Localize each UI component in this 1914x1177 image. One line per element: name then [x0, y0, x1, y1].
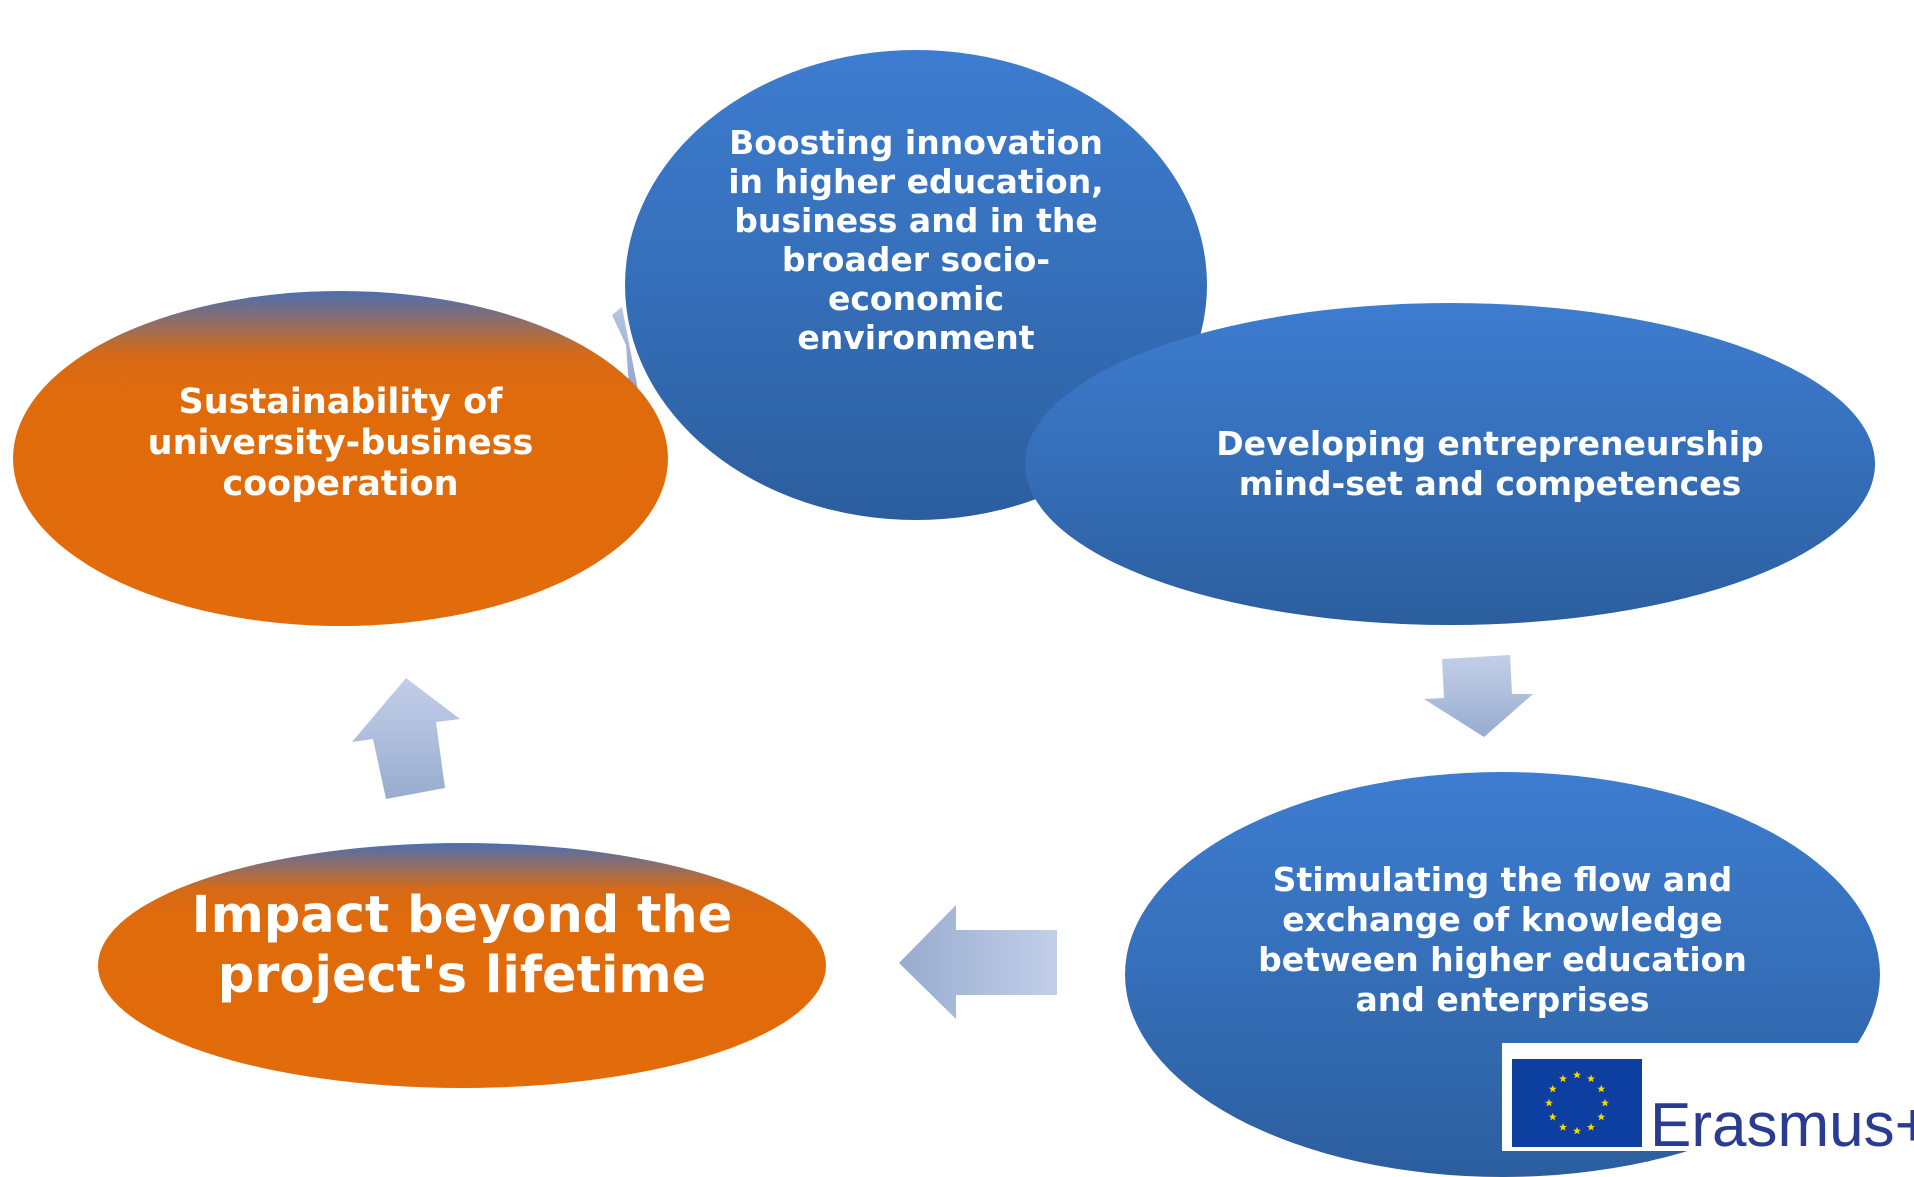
- arrow-sustainability-to-innovation: [612, 307, 640, 401]
- node-entrepreneurship-label: Developing entrepreneurship mind-set and…: [1216, 424, 1764, 503]
- eu-star-icon: [1559, 1123, 1567, 1131]
- arrow-up: [352, 678, 460, 799]
- node-impact-label: Impact beyond the project's lifetime: [191, 885, 733, 1005]
- node-impact: Impact beyond the project's lifetime: [98, 843, 826, 1088]
- cycle-diagram: Boosting innovation in higher education,…: [13, 50, 1914, 1177]
- eu-star-icon: [1548, 1084, 1557, 1093]
- eu-flag-icon: [1512, 1059, 1642, 1147]
- arrow-left: [899, 905, 1057, 1019]
- eu-star-icon: [1601, 1098, 1609, 1107]
- eu-star-icon: [1548, 1112, 1557, 1121]
- node-sustainability-label: Sustainability of university-business co…: [147, 382, 534, 504]
- eu-star-icon: [1573, 1126, 1581, 1135]
- eu-star-icon: [1559, 1074, 1567, 1083]
- node-innovation-label: Boosting innovation in higher education,…: [728, 123, 1104, 357]
- node-sustainability: Sustainability of university-business co…: [13, 291, 668, 626]
- eu-star-icon: [1545, 1098, 1553, 1107]
- logo-text: Erasmus+: [1650, 1091, 1914, 1160]
- eu-star-icon: [1597, 1084, 1606, 1093]
- node-knowledge-label: Stimulating the flow and exchange of kno…: [1258, 859, 1747, 1019]
- eu-star-icon: [1587, 1074, 1595, 1083]
- arrow-down: [1424, 655, 1533, 737]
- eu-star-icon: [1597, 1112, 1606, 1121]
- node-entrepreneurship: Developing entrepreneurship mind-set and…: [1025, 303, 1875, 625]
- eu-star-icon: [1573, 1070, 1581, 1079]
- erasmus-logo: Erasmus+: [1502, 1043, 1914, 1157]
- eu-star-icon: [1587, 1123, 1595, 1131]
